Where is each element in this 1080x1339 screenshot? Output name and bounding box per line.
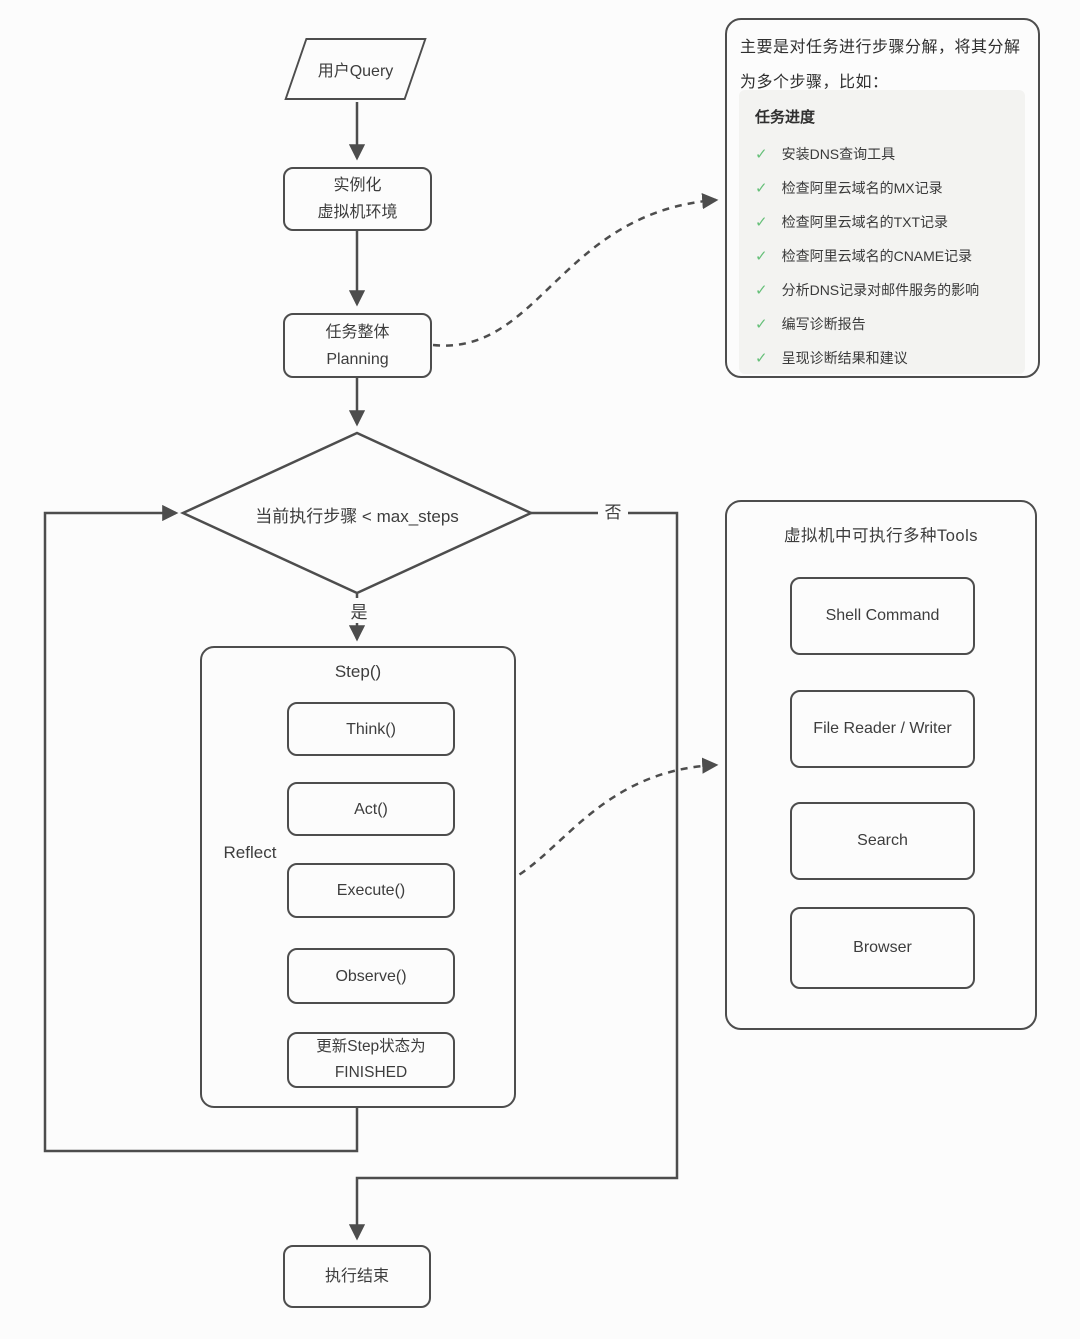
node-think: Think() (287, 702, 455, 756)
planning-line2: Planning (326, 350, 389, 368)
instantiate-line1: 实例化 (333, 177, 382, 194)
check-icon: ✓ (755, 179, 768, 197)
decision-condition-label: 当前执行步骤 < max_steps (255, 507, 459, 526)
check-icon: ✓ (755, 349, 768, 367)
tool-file-reader-writer: File Reader / Writer (790, 690, 975, 768)
tools-panel-title: 虚拟机中可执行多种Tools (783, 527, 979, 545)
node-end: 执行结束 (283, 1245, 431, 1308)
task-progress-item: ✓ 呈现诊断结果和建议 (755, 349, 908, 367)
check-icon: ✓ (755, 213, 768, 231)
update-status-line1: 更新Step状态为 (316, 1038, 426, 1055)
tools-panel: 虚拟机中可执行多种Tools Shell Command File Reader… (725, 500, 1037, 1030)
task-progress-title: 任务进度 (755, 109, 816, 126)
dashed-arrow-planning-to-note (432, 192, 719, 347)
task-progress-item: ✓ 分析DNS记录对邮件服务的影响 (755, 281, 980, 299)
check-icon: ✓ (755, 145, 768, 163)
task-progress-item: ✓ 检查阿里云域名的TXT记录 (755, 213, 949, 231)
tool-search: Search (790, 802, 975, 880)
end-label: 执行结束 (324, 1268, 389, 1285)
no-edge-label: 否 (598, 498, 628, 523)
task-progress-item: ✓ 安装DNS查询工具 (755, 145, 896, 163)
task-progress-item: ✓ 编写诊断报告 (755, 315, 866, 333)
task-progress-item: ✓ 检查阿里云域名的MX记录 (755, 179, 943, 197)
check-icon: ✓ (755, 281, 768, 299)
check-icon: ✓ (755, 315, 768, 333)
check-icon: ✓ (755, 247, 768, 265)
tool-browser: Browser (790, 907, 975, 989)
task-progress-box: 任务进度 ✓ 安装DNS查询工具 ✓ 检查阿里云域名的MX记录 ✓ 检查阿里云域… (739, 90, 1025, 374)
task-progress-item: ✓ 检查阿里云域名的CNAME记录 (755, 247, 973, 265)
step-container-title: Step() (334, 662, 382, 681)
node-execute: Execute() (287, 863, 455, 918)
node-user-query: 用户Query (283, 38, 428, 100)
node-instantiate-vm: 实例化 虚拟机环境 (283, 167, 432, 231)
think-label: Think() (346, 720, 396, 738)
no-path-line (348, 511, 679, 1241)
yes-edge-label: 是 (344, 598, 374, 623)
update-status-line2: FINISHED (334, 1064, 408, 1081)
observe-label: Observe() (335, 967, 407, 985)
node-update-status: 更新Step状态为 FINISHED (287, 1032, 455, 1088)
planning-line1: 任务整体 (325, 323, 390, 341)
node-planning: 任务整体 Planning (283, 313, 432, 378)
act-label: Act() (354, 800, 388, 818)
node-act: Act() (287, 782, 455, 836)
decision-diamond-shape (180, 431, 534, 595)
instantiate-line2: 虚拟机环境 (317, 204, 398, 221)
note-headline: 主要是对任务进行步骤分解，将其分解为多个步骤，比如： (740, 39, 1021, 91)
planning-note-panel: 主要是对任务进行步骤分解，将其分解为多个步骤，比如： 任务进度 ✓ 安装DNS查… (725, 18, 1040, 378)
execute-label: Execute() (336, 882, 406, 899)
reflect-edge-label: Reflect (215, 843, 285, 863)
loop-back-line (43, 504, 359, 1153)
node-observe: Observe() (287, 948, 455, 1004)
user-query-label: 用户Query (317, 63, 394, 80)
tool-shell-command: Shell Command (790, 577, 975, 655)
